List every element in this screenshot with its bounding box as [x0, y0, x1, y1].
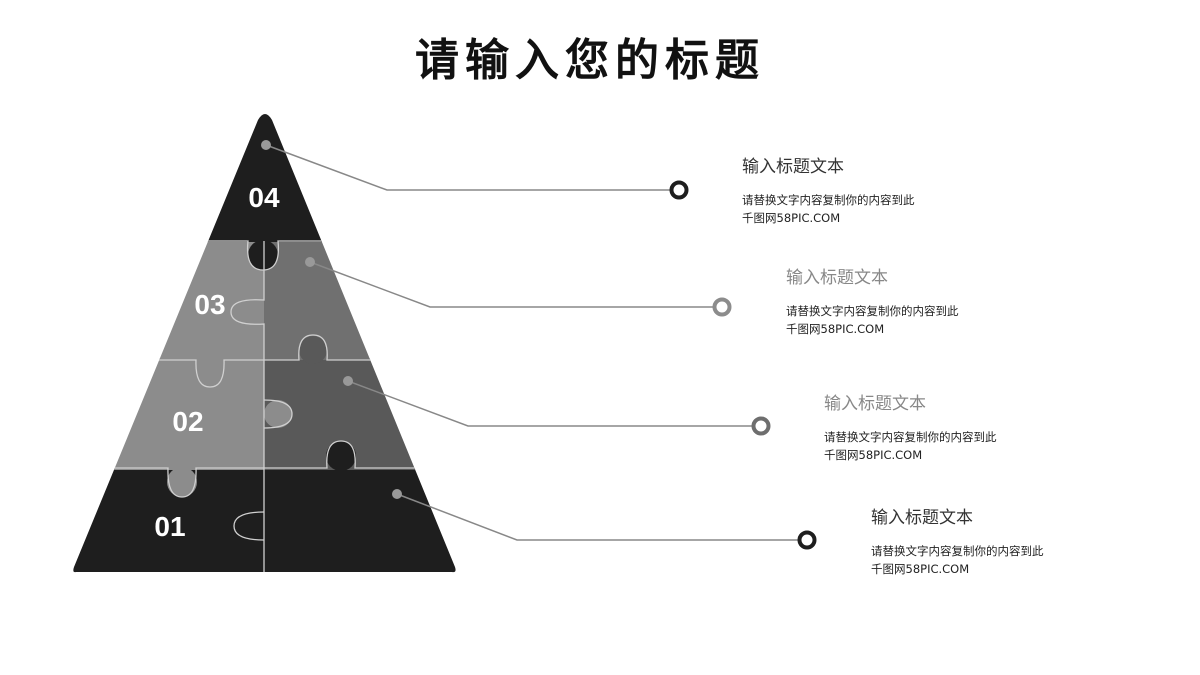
puzzle-knob: [299, 336, 327, 364]
puzzle-piece-01: [73, 468, 456, 573]
level-01-heading: 输入标题文本: [871, 508, 973, 528]
level-01-description: 请替换文字内容复制你的内容到此 千图网58PIC.COM: [871, 542, 1044, 578]
page-title: 请输入您的标题: [415, 35, 765, 86]
level-02-description: 请替换文字内容复制你的内容到此 千图网58PIC.COM: [824, 428, 997, 464]
ring-marker-03: [712, 297, 732, 317]
puzzle-piece-03-right: [264, 240, 456, 360]
level-number-04: 04: [248, 182, 280, 213]
puzzle-knob: [248, 240, 278, 270]
level-02-heading: 输入标题文本: [824, 394, 926, 414]
connector-line-03: [309, 261, 713, 308]
connector-line-04: [265, 144, 670, 191]
anchor-dot: [343, 376, 353, 386]
anchor-dot: [261, 140, 271, 150]
puzzle-knob: [167, 467, 197, 497]
puzzle-piece-03-left: [73, 240, 265, 360]
description-line: 千图网58PIC.COM: [742, 211, 841, 225]
description-line: 千图网58PIC.COM: [824, 448, 923, 462]
level-01-label: 输入标题文本 请替换文字内容复制你的内容到此 千图网58PIC.COM: [871, 503, 1044, 578]
description-line: 千图网58PIC.COM: [871, 562, 970, 576]
anchor-dot: [392, 489, 402, 499]
puzzle-knob: [231, 299, 257, 325]
level-02-label: 输入标题文本 请替换文字内容复制你的内容到此 千图网58PIC.COM: [824, 389, 997, 464]
puzzle-knob: [234, 511, 264, 541]
puzzle-knob: [196, 358, 224, 386]
ring-marker-01: [797, 530, 817, 550]
puzzle-piece-02-right: [264, 358, 456, 470]
puzzle-piece-02-left: [73, 358, 265, 470]
level-04-heading: 输入标题文本: [742, 157, 844, 177]
connector-line-02: [347, 380, 752, 427]
level-number-02: 02: [172, 406, 203, 437]
description-line: 请替换文字内容复制你的内容到此: [871, 544, 1044, 558]
level-03-label: 输入标题文本 请替换文字内容复制你的内容到此 千图网58PIC.COM: [786, 263, 959, 338]
level-number-03: 03: [194, 289, 225, 320]
connector-line-01: [396, 493, 798, 541]
description-line: 请替换文字内容复制你的内容到此: [742, 193, 915, 207]
description-line: 请替换文字内容复制你的内容到此: [824, 430, 997, 444]
ring-marker-02: [751, 416, 771, 436]
anchor-dot: [305, 257, 315, 267]
level-number-01: 01: [154, 511, 185, 542]
description-line: 请替换文字内容复制你的内容到此: [786, 304, 959, 318]
level-03-heading: 输入标题文本: [786, 268, 888, 288]
description-line: 千图网58PIC.COM: [786, 322, 885, 336]
level-04-label: 输入标题文本 请替换文字内容复制你的内容到此 千图网58PIC.COM: [742, 152, 915, 227]
ring-marker-04: [669, 180, 689, 200]
puzzle-piece-04: [73, 114, 456, 242]
puzzle-knob: [264, 400, 292, 428]
level-04-description: 请替换文字内容复制你的内容到此 千图网58PIC.COM: [742, 191, 915, 227]
level-03-description: 请替换文字内容复制你的内容到此 千图网58PIC.COM: [786, 302, 959, 338]
puzzle-knob: [326, 441, 356, 471]
